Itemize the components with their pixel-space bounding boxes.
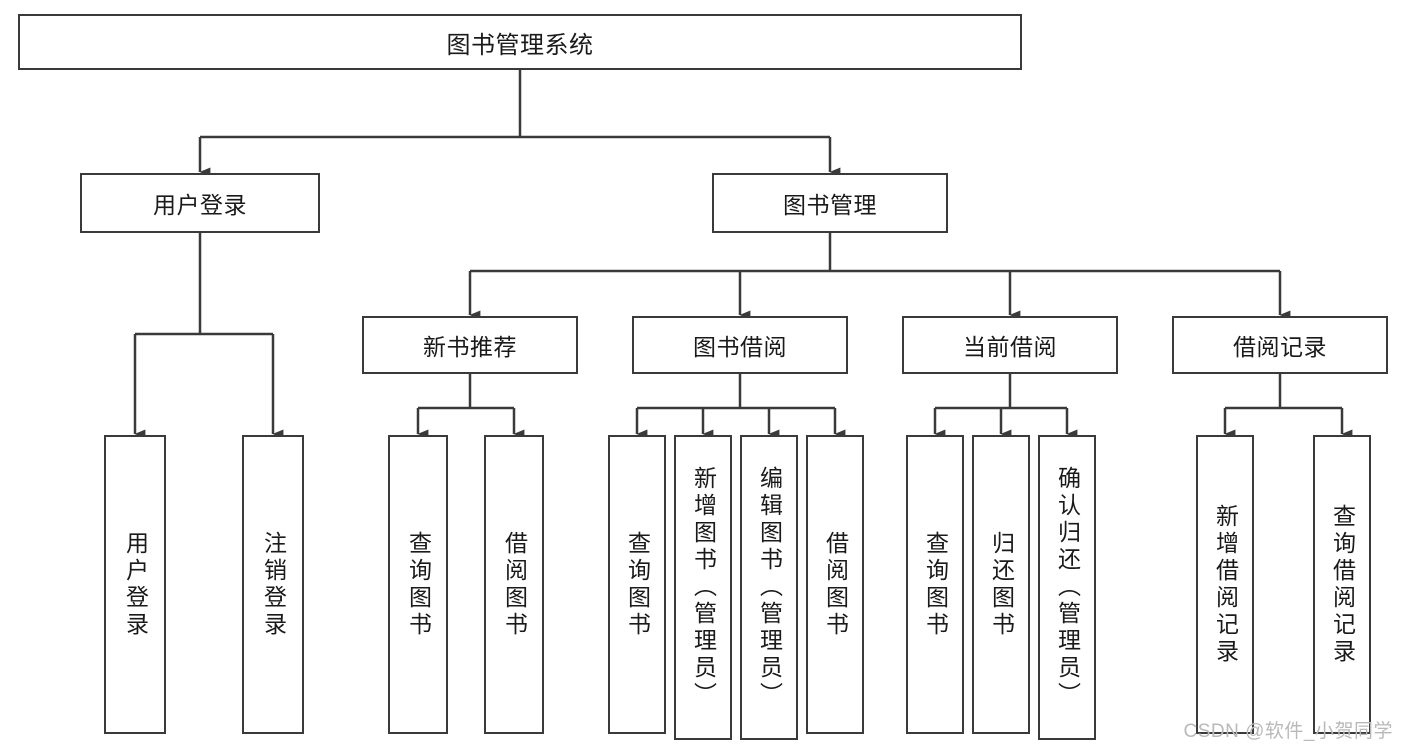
node-label: 借阅图书 (822, 530, 849, 639)
node-label: 查询图书 (624, 530, 651, 639)
node-records[interactable]: 借阅记录 (1172, 316, 1388, 374)
node-label: 图书管理 (783, 192, 877, 218)
node-label: 查询借阅记录 (1329, 503, 1356, 666)
node-leaf-borrow-2[interactable]: 新增图书（管理员） (674, 435, 732, 740)
watermark: CSDN @软件_小贺同学 (1183, 721, 1393, 742)
node-label: 借阅图书 (501, 530, 528, 639)
node-leaf-borrow-3[interactable]: 编辑图书（管理员） (740, 435, 798, 740)
node-root[interactable]: 图书管理系统 (18, 14, 1022, 70)
node-label: 新增图书（管理员） (690, 466, 717, 709)
node-leaf-rec-2[interactable]: 查询借阅记录 (1313, 435, 1371, 734)
node-bookmgmt[interactable]: 图书管理 (712, 173, 948, 233)
node-label: 图书借阅 (693, 334, 787, 360)
node-label: 当前借阅 (963, 334, 1057, 360)
node-label: 编辑图书（管理员） (756, 466, 783, 709)
node-label: 新书推荐 (423, 334, 517, 360)
node-leaf-cur-2[interactable]: 归还图书 (972, 435, 1030, 734)
node-leaf-cur-1[interactable]: 查询图书 (906, 435, 964, 734)
node-label: 查询图书 (405, 530, 432, 639)
node-label: 新增借阅记录 (1212, 503, 1239, 666)
node-label: 用户登录 (122, 530, 149, 639)
node-label: 归还图书 (988, 530, 1015, 639)
node-leaf-new-1[interactable]: 查询图书 (388, 435, 448, 734)
node-leaf-rec-1[interactable]: 新增借阅记录 (1196, 435, 1254, 734)
node-label: 查询图书 (922, 530, 949, 639)
node-label: 图书管理系统 (446, 31, 594, 59)
node-leaf-cur-3[interactable]: 确认归还（管理员） (1038, 435, 1096, 740)
node-leaf-borrow-4[interactable]: 借阅图书 (806, 435, 864, 734)
node-label: 确认归还（管理员） (1054, 466, 1081, 709)
edge-paths (133, 70, 1353, 439)
node-label: 用户登录 (153, 192, 247, 218)
node-newbook[interactable]: 新书推荐 (362, 316, 578, 374)
node-current[interactable]: 当前借阅 (902, 316, 1118, 374)
node-label: 注销登录 (260, 530, 287, 639)
node-leaf-login-2[interactable]: 注销登录 (242, 435, 304, 734)
node-login[interactable]: 用户登录 (80, 173, 320, 233)
node-label: 借阅记录 (1233, 334, 1327, 360)
node-leaf-login-1[interactable]: 用户登录 (104, 435, 166, 734)
node-leaf-borrow-1[interactable]: 查询图书 (608, 435, 666, 734)
node-leaf-new-2[interactable]: 借阅图书 (484, 435, 544, 734)
node-borrow[interactable]: 图书借阅 (632, 316, 848, 374)
